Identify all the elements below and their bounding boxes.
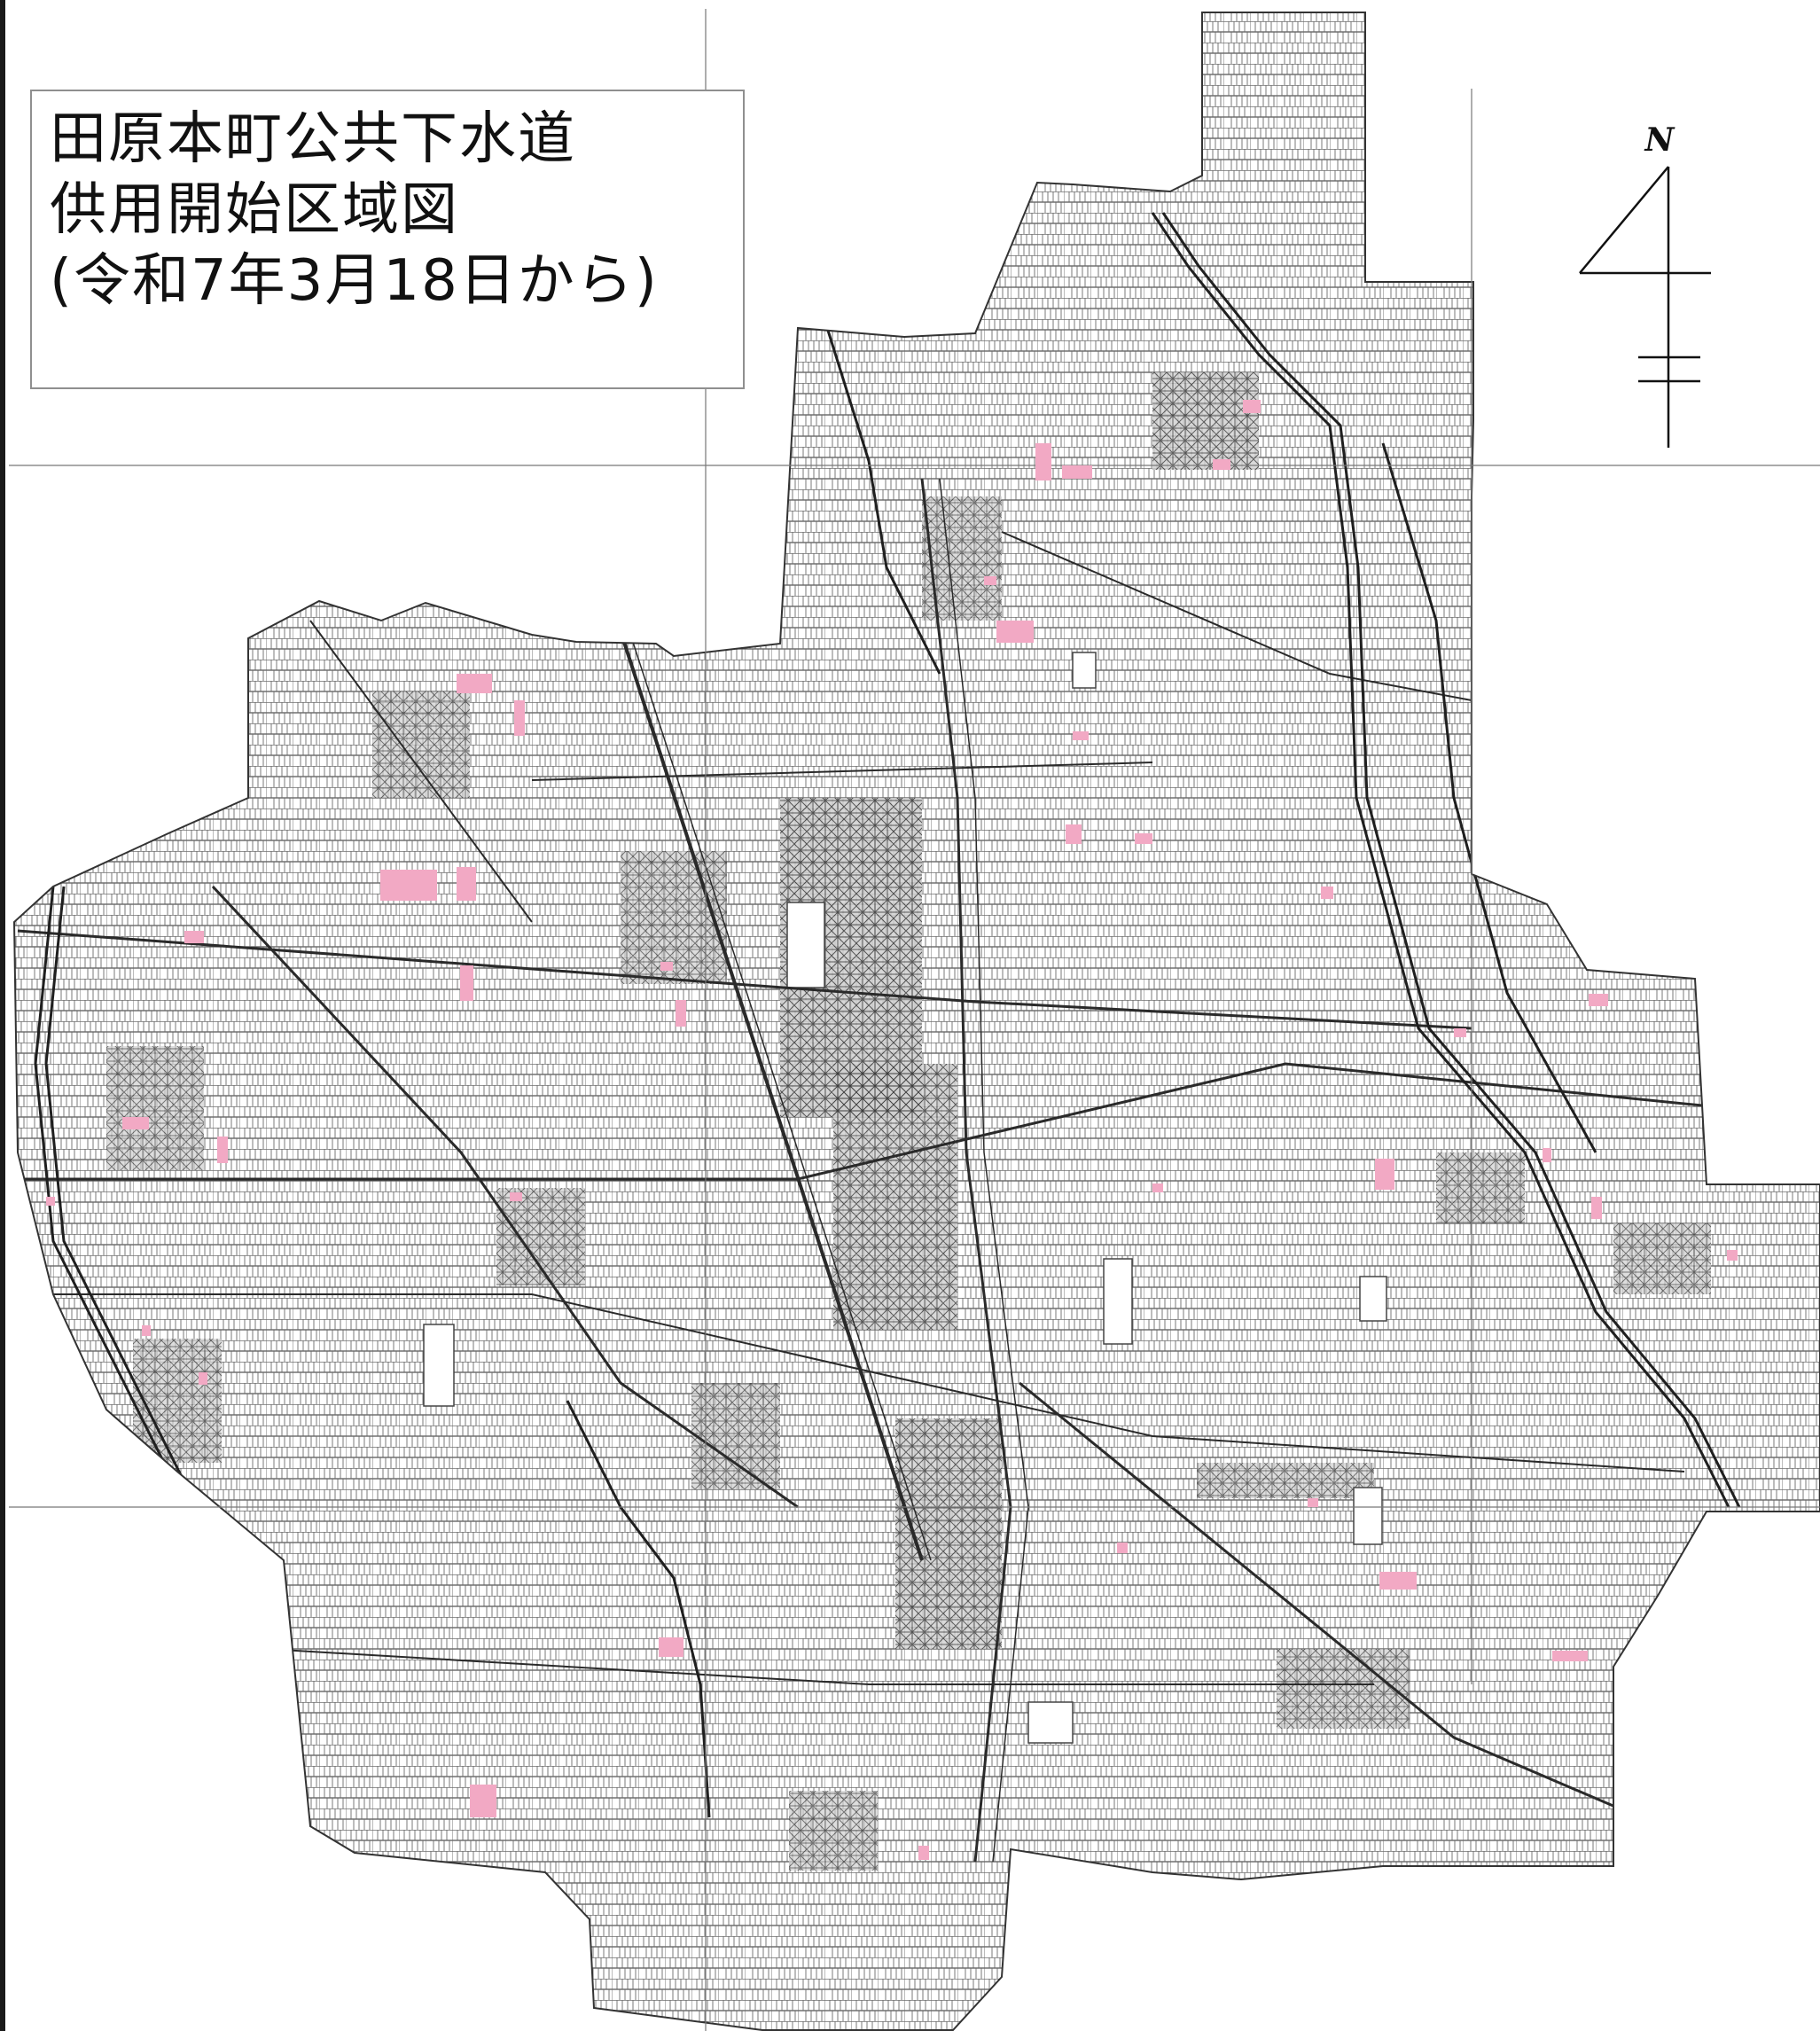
map-title-box: 田原本町公共下水道 供用開始区域図 (令和7年3月18日から) [30,90,745,389]
service-area-parcels [46,400,1738,1860]
north-arrow-icon: N [1569,115,1720,456]
town-boundary [12,12,1820,2031]
map-title-line-1: 田原本町公共下水道 [50,106,576,172]
map-title-line-2: 供用開始区域図 [50,177,459,243]
north-label: N [1644,121,1676,159]
page-left-border [0,0,5,2031]
map-title-line-3: (令和7年3月18日から) [50,248,659,314]
